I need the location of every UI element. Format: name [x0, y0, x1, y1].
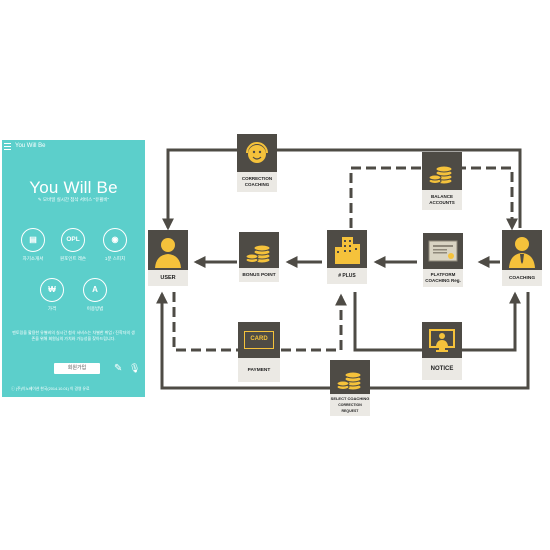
footer-info: ⓘ (주)이노베이션 한국(2014.10.01) 이 경영 유료	[11, 387, 90, 391]
node-label: COACHING	[502, 270, 542, 286]
hamburger-icon[interactable]	[4, 143, 11, 150]
feature-label-one-point-lesson: 원포인트 레슨	[59, 256, 87, 261]
join-button[interactable]: 회원가입	[54, 363, 100, 374]
feature-label-price: 가격	[47, 306, 57, 311]
node-label-line2: COACHING Reg.	[425, 278, 461, 283]
node-label-line1: SELECT COACHING	[330, 396, 370, 401]
node-label: NOTICE	[422, 358, 462, 380]
node-label-line2: CORRECTION REQUEST	[338, 403, 362, 413]
link-coaching-to-user-top	[162, 148, 522, 231]
coach-avatar-icon	[502, 230, 542, 270]
node-label-line2: COACHING	[244, 182, 270, 187]
node-label: BONUS POINT	[239, 268, 279, 282]
microphone-icon[interactable]: 🎙	[129, 363, 141, 373]
coin-stack-icon	[422, 152, 462, 190]
guide-icon[interactable]: A	[83, 278, 107, 302]
speech-icon[interactable]: ◉	[103, 228, 127, 252]
opl-icon[interactable]: OPL	[61, 228, 85, 252]
node-label-line1: PLATFORM	[430, 272, 456, 277]
node-label-line1: CORRECTION	[241, 176, 273, 181]
certificate-icon	[423, 233, 463, 269]
won-icon[interactable]: ₩	[40, 278, 64, 302]
service-description: 멘토링을 활용한 유별비의 실시간 첨삭 서비스는 차별한 취업 / 진학자의 …	[12, 330, 135, 341]
node-label: USER	[148, 270, 188, 286]
document-icon[interactable]: ▤	[21, 228, 45, 252]
mobile-app-screen: You Will Be You Will Be ✎ 모바일 실시간 첨삭 서비스…	[2, 140, 145, 397]
card-text: CARD	[244, 331, 274, 349]
feature-label-self-intro: 자기소개서	[22, 256, 44, 261]
user-avatar-icon	[148, 230, 188, 270]
coin-stack-icon	[330, 360, 370, 394]
card-icon: CARD	[238, 322, 280, 358]
node-label-line1: BALANCE	[431, 194, 453, 199]
hero-title: You Will Be	[29, 178, 118, 197]
node-label: PAYMENT	[238, 358, 280, 382]
coin-stack-icon	[239, 232, 279, 268]
node-label-line2: ACCOUNTS	[429, 200, 455, 205]
feature-label-usage: 이용방법	[86, 306, 104, 311]
monitor-presenter-icon	[422, 322, 462, 358]
edit-icon[interactable]: ✎	[114, 363, 123, 374]
hero-subtitle: ✎ 모바일 실시간 첨삭 서비스 "유윌비"	[37, 197, 110, 202]
app-top-bar: You Will Be	[2, 140, 145, 154]
app-title: You Will Be	[15, 143, 46, 149]
buildings-icon	[327, 230, 367, 268]
feature-label-speech: 1분 스피치	[104, 256, 126, 261]
node-label: # PLUS	[327, 268, 367, 284]
smiling-headset-icon	[237, 134, 277, 172]
